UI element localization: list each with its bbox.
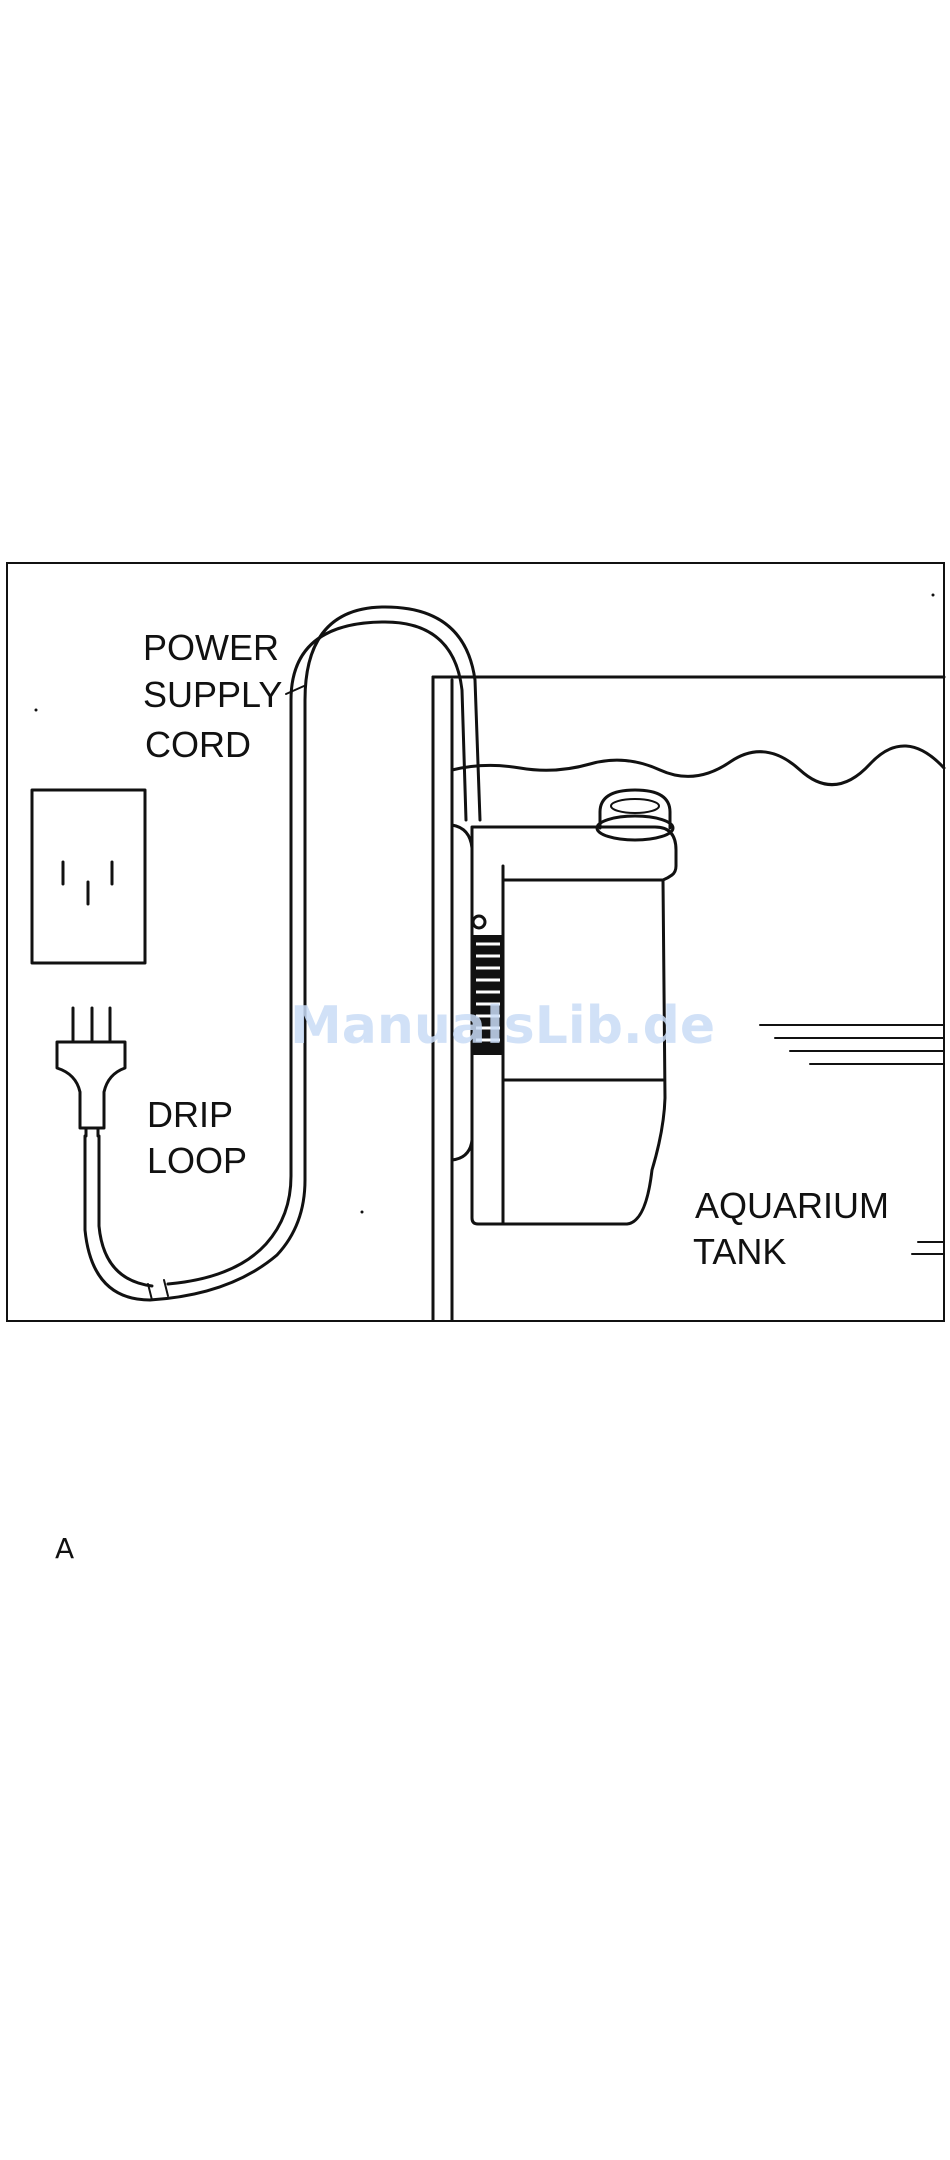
drip-loop-label-line1: DRIP bbox=[147, 1094, 233, 1135]
figure-letter: A bbox=[55, 1532, 74, 1565]
aquarium-tank-label-line1: AQUARIUM bbox=[695, 1185, 889, 1226]
aquarium-tank-label-line2: TANK bbox=[693, 1231, 786, 1272]
power-plug-icon bbox=[57, 1008, 125, 1136]
drip-loop-label-line2: LOOP bbox=[147, 1140, 247, 1181]
watermark: ManualsLib.de bbox=[290, 996, 715, 1056]
power-supply-cord-label-line3: CORD bbox=[145, 724, 251, 765]
wall-outlet-icon bbox=[32, 790, 145, 963]
power-supply-cord-label-line1: POWER bbox=[143, 627, 279, 668]
heater-knob-icon bbox=[597, 790, 673, 840]
power-supply-cord-label-line2: SUPPLY bbox=[143, 674, 282, 715]
